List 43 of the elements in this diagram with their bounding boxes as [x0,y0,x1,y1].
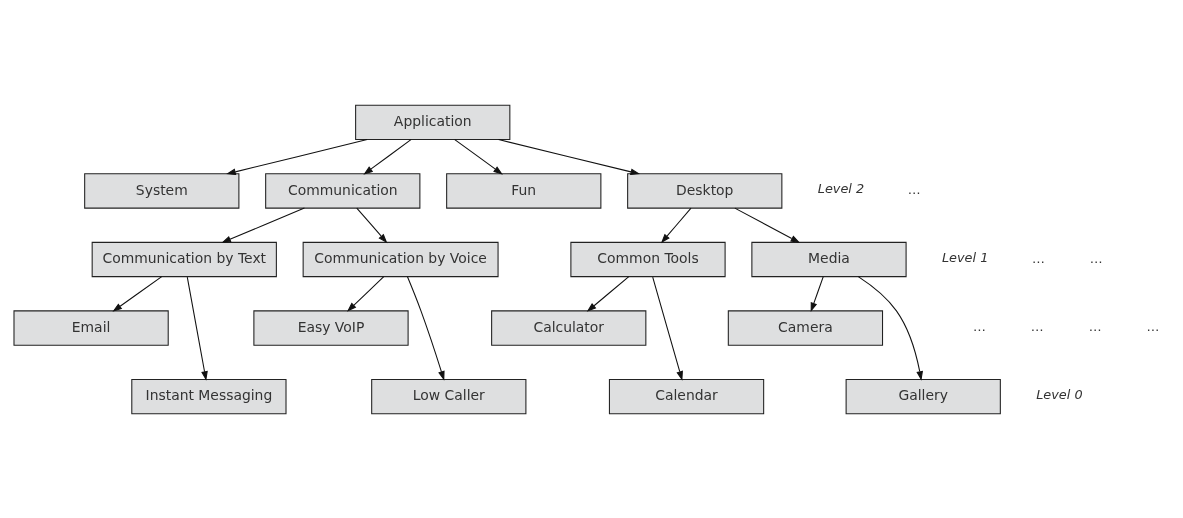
node-box: Email [13,309,169,346]
arrow [586,275,630,312]
arrow [356,207,388,243]
node-box: Instant Messaging [131,378,287,414]
arrow [226,138,368,175]
node-box: Calendar [608,378,765,414]
node-box: Communication by Text [91,241,277,277]
arrow [454,138,503,175]
arrow [660,207,692,243]
label: … [907,181,921,197]
arrow [652,276,683,381]
label: … [1088,318,1102,334]
label: … [1089,250,1103,266]
label: Level 2 [817,180,865,196]
arrow [810,275,824,312]
arrow [363,138,412,175]
node-box: Camera [727,309,884,346]
arrow [186,276,208,381]
node-box: System [84,172,240,209]
arrow [857,275,923,381]
label: … [973,318,986,334]
arrow [498,138,641,175]
node-box: Gallery [845,378,1001,414]
arrow [112,275,163,312]
node-box: Fun [446,172,602,209]
label: Level 0 [1036,386,1083,402]
node-box: Communication by Voice [302,241,499,277]
node-box: Calculator [491,309,647,346]
label: Level 1 [941,249,989,265]
node-box: Low Caller [371,378,527,414]
arrow [221,207,305,243]
arrow [406,275,445,381]
label: … [1146,318,1160,334]
label: … [1030,318,1044,334]
arrow [734,207,801,243]
node-box: Common Tools [570,241,726,277]
node-box: Media [751,241,907,277]
node-box: Easy VoIP [253,309,409,346]
arrow [347,275,385,312]
label: … [1031,250,1045,266]
node-box: Communication [265,172,421,209]
node-box: Desktop [627,172,783,209]
node-box: Application [355,104,511,140]
